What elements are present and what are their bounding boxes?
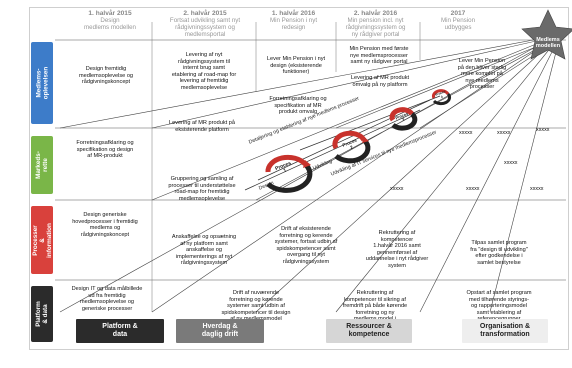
category-organisation[interactable]: Organisation & transformation — [462, 319, 548, 343]
category-label: Platform & data — [102, 323, 138, 338]
cell-r1c3: Lever Min Pension i nyt design (eksister… — [266, 56, 326, 76]
row-label-platform: Platform & data — [31, 286, 53, 342]
cell-r1c1: Design fremtidig medlemsoplevelse og råd… — [78, 66, 134, 86]
cell-r3c4: Rekruttering af kompetencer 1.halvår 201… — [365, 230, 429, 269]
phase-title: 2017 — [450, 10, 466, 17]
category-label: Organisation & transformation — [479, 323, 531, 338]
row-label-text: Processer & information — [31, 222, 53, 258]
star-label: Medlems modellen — [535, 37, 561, 49]
phase-header-1: 1. halvår 2015 Design medlems modellen — [70, 10, 150, 31]
cell-r2c1: Forretningsafklaring og specifikation og… — [76, 140, 134, 160]
cell-r3c5: Tilpas samlet program fra "design til ud… — [470, 240, 528, 266]
phase-subtitle: Min Pension udbygges — [440, 17, 476, 31]
phase-subtitle: Fortsat udvikling samt nyt rådgivningssy… — [169, 17, 241, 38]
cell-r1c3b: Forretningsafklaring og specifikation af… — [269, 96, 327, 116]
row-label-text: Medlems- oplevelsen — [35, 66, 49, 100]
placeholder-text: xxxxx — [390, 186, 404, 192]
placeholder-text: xxxxx — [466, 186, 480, 192]
placeholder-text: xxxxx — [530, 186, 544, 192]
phase-header-5: 2017 Min Pension udbygges — [428, 10, 488, 31]
phase-header-2: 2. halvår 2015 Fortsat udvikling samt ny… — [160, 10, 250, 38]
roadmap-frame — [29, 7, 569, 350]
cell-r1c2: Levering af nyt rådgivningssystem til in… — [171, 52, 237, 91]
cell-r3c2: Anskaffelse og opsætning af ny platform … — [171, 234, 237, 267]
category-platform-data[interactable]: Platform & data — [76, 319, 164, 343]
phase-title: 2. halvår 2016 — [353, 10, 398, 17]
category-label: Hverdag & daglig drift — [201, 323, 239, 338]
phase-title: 1. halvår 2015 — [88, 10, 132, 17]
cell-r1c5: Lever Min Pension på den bliver stadig m… — [457, 58, 507, 91]
placeholder-text: xxxxx — [504, 160, 518, 166]
phase-subtitle: Min pension incl. nyt rådgivningssystem … — [345, 17, 406, 38]
cell-r4c1: Design IT og data målbillede ud fra frem… — [71, 286, 143, 312]
phase-title: 1. halvår 2016 — [271, 10, 316, 17]
category-daily-operations[interactable]: Hverdag & daglig drift — [176, 319, 264, 343]
row-label-text: Platform & data — [35, 301, 50, 327]
row-label-market: Markeds- rette — [31, 136, 53, 194]
row-label-member-experience: Medlems- oplevelsen — [31, 42, 53, 124]
category-label: Ressourcer & kompetence — [346, 323, 392, 338]
phase-subtitle: Design medlems modellen — [84, 17, 136, 31]
row-label-processes: Processer & information — [31, 206, 53, 274]
category-resources[interactable]: Ressourcer & kompetence — [326, 319, 412, 343]
cell-r3c1: Design generiske hovedprocesser i fremti… — [72, 212, 138, 238]
row-label-text: Markeds- rette — [35, 151, 49, 179]
cell-r1c2b: Levering af MR produkt på eksisterende p… — [169, 120, 235, 133]
phase-header-4: 2. halvår 2016 Min pension incl. nyt råd… — [333, 10, 418, 38]
placeholder-text: xxxxx — [497, 130, 511, 136]
cell-r3c3: Drift af eksisterende forretning og kere… — [274, 226, 338, 265]
cell-r1c4b: Levering af MR produkt omvalg på ny plat… — [350, 75, 410, 88]
placeholder-text: xxxxx — [459, 130, 473, 136]
phase-header-3: 1. halvår 2016 Min Pension i nyt redesig… — [256, 10, 331, 31]
phase-subtitle: Min Pension i nyt redesign — [269, 17, 318, 31]
cell-r2c2: Gruppering og samling af processer til u… — [168, 176, 236, 202]
phase-title: 2. halvår 2015 — [183, 10, 227, 17]
cell-r1c4a: Min Pension med første nye medlemsproces… — [349, 46, 409, 66]
star-icon — [521, 9, 572, 60]
placeholder-text: xxxxx — [536, 127, 550, 133]
